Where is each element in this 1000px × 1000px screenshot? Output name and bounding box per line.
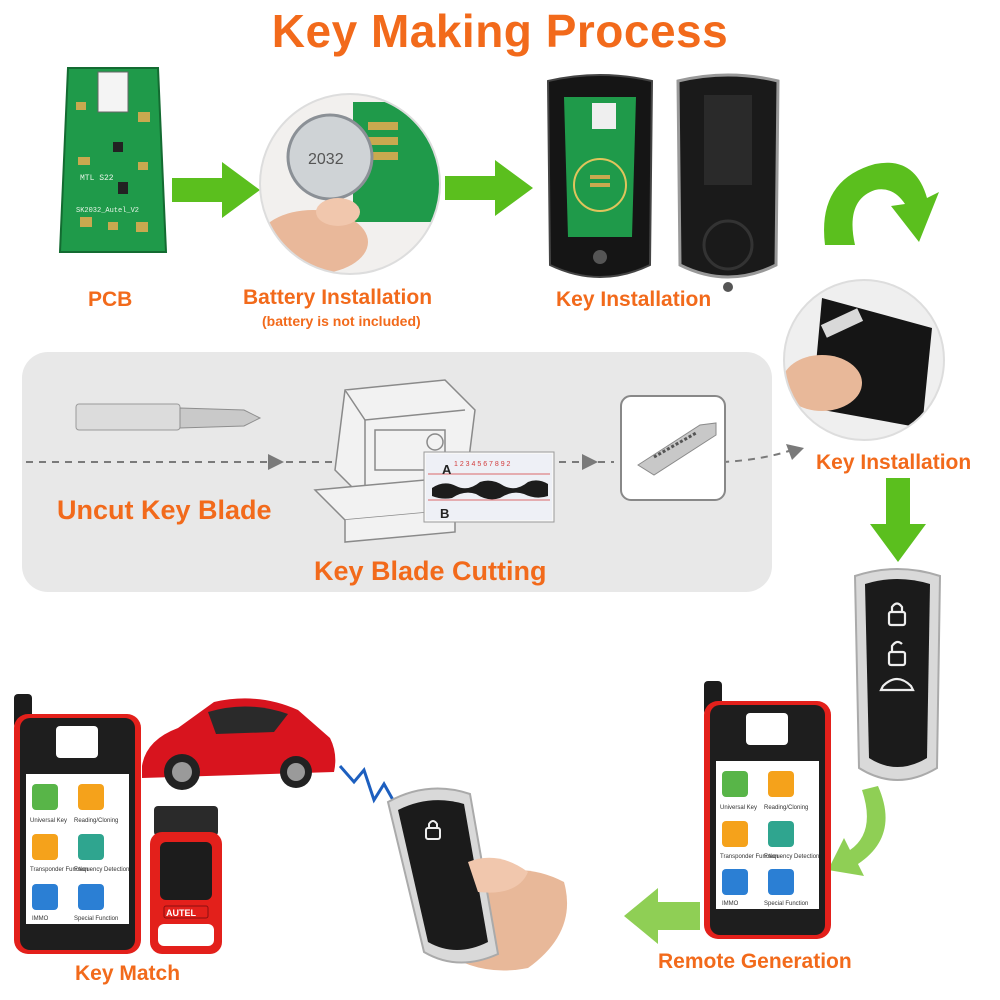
app-label: Transponder Function	[30, 867, 88, 873]
frequency-app-icon	[768, 821, 794, 847]
reading-cloning-app-icon	[768, 771, 794, 797]
dongle-brand: AUTEL	[166, 908, 196, 918]
app-label: Frequency Detection	[74, 867, 129, 873]
app-label: Reading/Cloning	[74, 818, 118, 824]
transponder-app-icon	[722, 821, 748, 847]
curved-arrow-icon	[828, 786, 886, 876]
unlock-icon	[887, 640, 907, 667]
uncut-blade-label: Uncut Key Blade	[57, 495, 272, 525]
cut-blade-image	[620, 395, 726, 501]
lock-icon	[425, 820, 441, 840]
arrow-right-icon	[172, 162, 260, 218]
blade-depth-inset: A B 1 2 3 4 5 6 7 8 9 2	[423, 451, 555, 523]
special-function-app-icon	[78, 884, 104, 910]
key-installation-label-top: Key Installation	[556, 288, 712, 311]
pcb-board-image: MTL S22 SK2032_Autel_V2	[58, 67, 168, 253]
trunk-icon	[879, 677, 915, 692]
lock-icon	[887, 602, 907, 627]
flow-dashed-line	[26, 444, 804, 470]
immo-app-icon	[32, 884, 58, 910]
arrow-left-icon	[624, 888, 700, 944]
hand-with-key-fob-image	[386, 787, 568, 971]
immo-app-icon	[722, 869, 748, 895]
red-car-image	[142, 698, 336, 790]
app-label: Special Function	[74, 916, 118, 922]
pcb-text-1: MTL S22	[80, 174, 114, 183]
app-label: Universal Key	[720, 805, 757, 811]
blade-cutting-label: Key Blade Cutting	[314, 556, 547, 586]
uncut-blade-image	[75, 403, 262, 431]
special-function-app-icon	[768, 869, 794, 895]
programmer-device-right: Universal Key Reading/Cloning Transponde…	[704, 681, 831, 939]
key-shell-back-image	[676, 73, 780, 292]
battery-text: 2032	[308, 151, 344, 168]
curved-arrow-icon	[824, 162, 939, 245]
arrow-down-icon	[870, 478, 926, 562]
app-label: Special Function	[764, 901, 808, 907]
key-install-closeup-image	[783, 279, 945, 441]
transponder-app-icon	[32, 834, 58, 860]
universal-key-app-icon	[32, 784, 58, 810]
key-fob-image	[853, 568, 942, 781]
key-match-label: Key Match	[75, 962, 181, 985]
app-label: IMMO	[32, 916, 49, 922]
depth-mark-b: B	[440, 506, 449, 521]
key-shell-front-image	[546, 74, 654, 278]
app-label: Reading/Cloning	[764, 805, 808, 811]
arrow-right-icon	[445, 160, 533, 216]
pcb-label: PCB	[88, 288, 133, 311]
key-installation-label-right: Key Installation	[816, 451, 972, 474]
page-title: Key Making Process	[271, 5, 729, 57]
battery-install-image: 2032	[259, 93, 441, 275]
remote-generation-label: Remote Generation	[658, 950, 852, 973]
app-label: IMMO	[722, 901, 739, 907]
signal-icon	[338, 765, 404, 817]
pcb-text-2: SK2032_Autel_V2	[76, 207, 139, 215]
app-label: Frequency Detection	[764, 854, 819, 860]
app-label: Universal Key	[30, 818, 67, 824]
app-label: Transponder Function	[720, 854, 778, 860]
programmer-device-left: Universal Key Reading/Cloning Transponde…	[14, 694, 141, 954]
depth-numbers: 1 2 3 4 5 6 7 8 9 2	[454, 461, 511, 468]
universal-key-app-icon	[722, 771, 748, 797]
depth-mark-a: A	[442, 462, 452, 477]
reading-cloning-app-icon	[78, 784, 104, 810]
obd-dongle-image: AUTEL	[150, 806, 222, 954]
frequency-app-icon	[78, 834, 104, 860]
battery-label: Battery Installation	[243, 286, 433, 309]
battery-note: (battery is not included)	[262, 313, 421, 329]
